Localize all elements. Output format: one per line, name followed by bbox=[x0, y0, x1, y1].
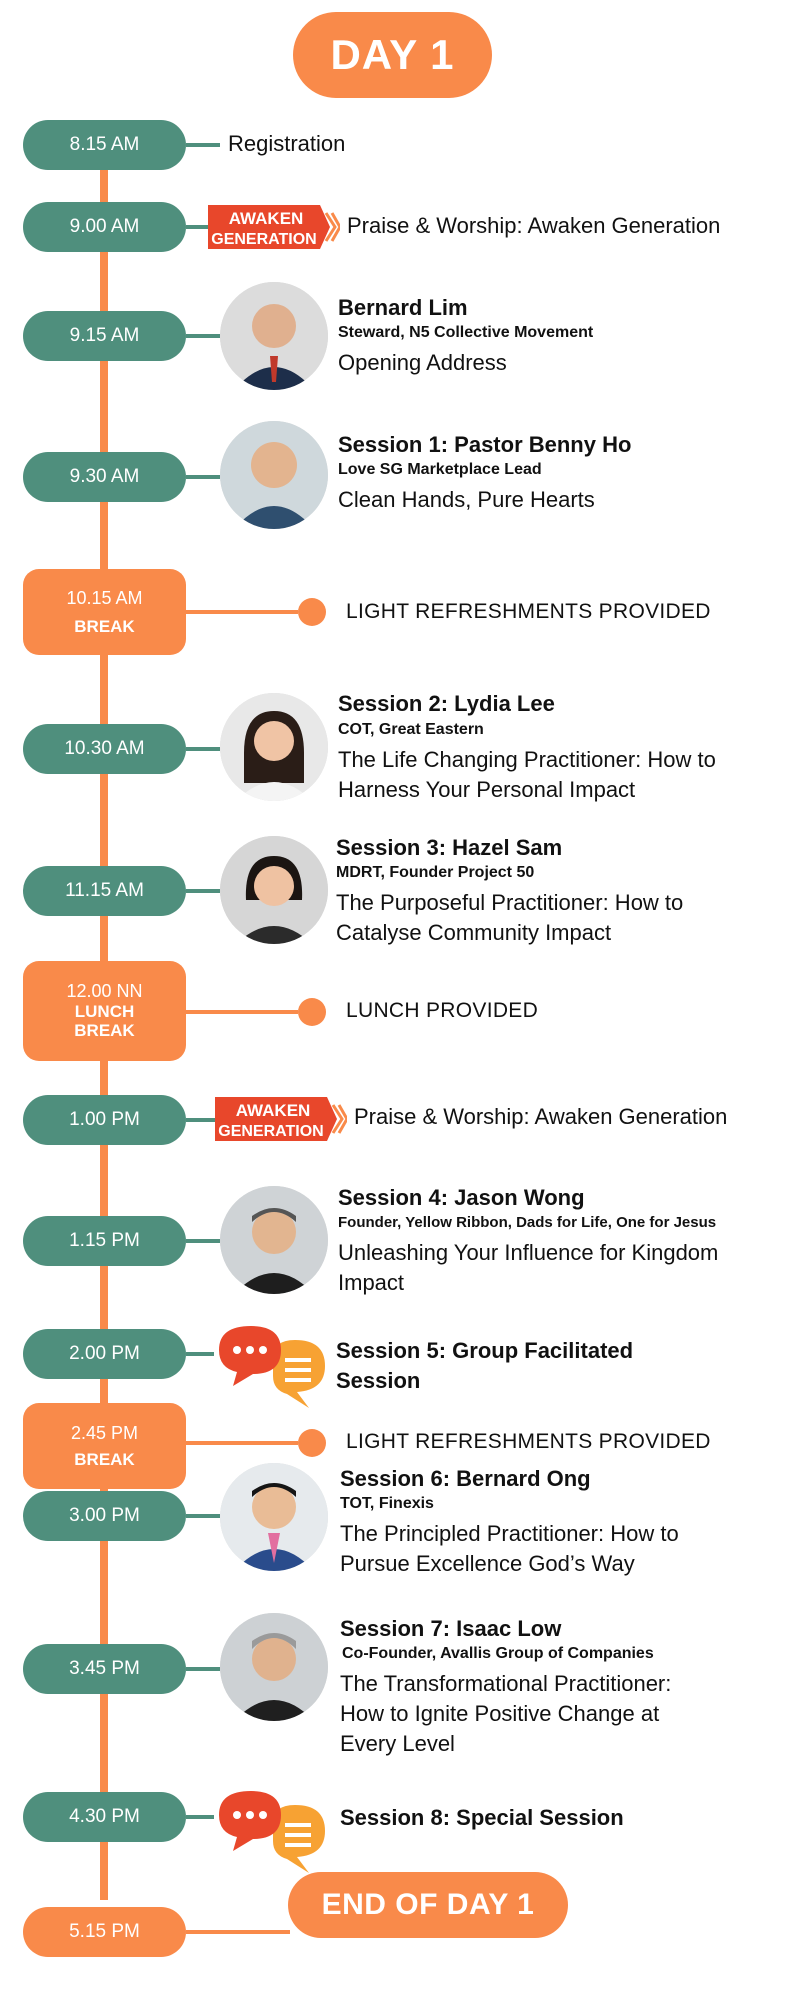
break-pill: 10.15 AM BREAK bbox=[23, 569, 186, 655]
break-time: 2.45 PM bbox=[70, 1422, 139, 1443]
session-title-line1: The Life Changing Practitioner: How to bbox=[338, 747, 716, 772]
speaker-avatar bbox=[220, 282, 328, 390]
time-pill: 9.00 AM bbox=[23, 202, 186, 252]
speaker-name: Session 1: Pastor Benny Ho bbox=[338, 432, 632, 457]
connector bbox=[186, 334, 220, 338]
connector bbox=[186, 1352, 214, 1356]
lunch-label: LUNCH bbox=[74, 1001, 135, 1021]
session-title: Clean Hands, Pure Hearts bbox=[338, 487, 595, 512]
speaker-name: Bernard Lim bbox=[338, 295, 468, 320]
speaker-name: Session 7: Isaac Low bbox=[340, 1616, 562, 1641]
svg-text:GENERATION: GENERATION bbox=[211, 231, 316, 248]
session5-title-line2: Session bbox=[336, 1368, 421, 1393]
lunch-time: 12.00 NN bbox=[66, 981, 143, 1002]
connector bbox=[186, 475, 220, 479]
svg-text:GENERATION: GENERATION bbox=[218, 1123, 323, 1140]
session-title-line1: The Principled Practitioner: How to bbox=[340, 1521, 679, 1546]
speaker-avatar bbox=[220, 836, 328, 944]
svg-text:AWAKEN: AWAKEN bbox=[236, 1101, 311, 1120]
time-pill: 11.15 AM bbox=[23, 866, 186, 916]
connector bbox=[186, 1441, 298, 1445]
connector bbox=[186, 1010, 298, 1014]
lunch-dot bbox=[298, 998, 326, 1026]
speaker-role: Co-Founder, Avallis Group of Companies bbox=[342, 1645, 654, 1662]
session-title-line2: Catalyse Community Impact bbox=[336, 920, 612, 945]
time-pill: 1.15 PM bbox=[23, 1216, 186, 1266]
connector bbox=[186, 610, 298, 614]
connector bbox=[186, 1815, 214, 1819]
speaker-avatar bbox=[220, 1613, 328, 1721]
speaker-role: Founder, Yellow Ribbon, Dads for Life, O… bbox=[338, 1214, 717, 1231]
speaker-avatar bbox=[220, 1463, 328, 1571]
break-dot bbox=[298, 598, 326, 626]
speaker-name: Session 4: Jason Wong bbox=[338, 1185, 585, 1210]
awaken-generation-logo: AWAKEN GENERATION bbox=[208, 205, 340, 249]
speaker-name: Session 3: Hazel Sam bbox=[336, 835, 563, 860]
connector bbox=[186, 889, 220, 893]
break-label: BREAK bbox=[74, 1449, 135, 1469]
chat-bubbles-icon bbox=[219, 1326, 325, 1408]
connector bbox=[186, 747, 220, 751]
refreshments-text: LIGHT REFRESHMENTS PROVIDED bbox=[346, 1430, 711, 1453]
time-pill: 3.00 PM bbox=[23, 1491, 186, 1541]
session-title-line1: The Purposeful Practitioner: How to bbox=[336, 890, 684, 915]
connector bbox=[186, 143, 220, 147]
speaker-name: Session 2: Lydia Lee bbox=[338, 691, 555, 716]
session-title-line1: The Transformational Practitioner: bbox=[340, 1671, 672, 1696]
session-title-line3: Every Level bbox=[340, 1731, 455, 1756]
time-pill: 10.30 AM bbox=[23, 724, 186, 774]
speaker-role: TOT, Finexis bbox=[340, 1495, 434, 1512]
connector bbox=[186, 1118, 218, 1122]
speaker-avatar bbox=[220, 421, 328, 529]
connector bbox=[186, 1514, 220, 1518]
connector bbox=[186, 1239, 220, 1243]
time-pill: 3.45 PM bbox=[23, 1644, 186, 1694]
speaker-role: COT, Great Eastern bbox=[338, 721, 484, 738]
session-title-line2: How to Ignite Positive Change at bbox=[340, 1701, 660, 1726]
time-pill: 8.15 AM bbox=[23, 120, 186, 170]
refreshments-text: LIGHT REFRESHMENTS PROVIDED bbox=[346, 600, 711, 623]
chat-bubbles-icon bbox=[219, 1791, 325, 1873]
lunch-text: LUNCH PROVIDED bbox=[346, 999, 539, 1022]
speaker-name: Session 6: Bernard Ong bbox=[340, 1466, 591, 1491]
break-pill: 2.45 PM BREAK bbox=[23, 1403, 186, 1489]
connector bbox=[186, 1930, 290, 1934]
speaker-role: Love SG Marketplace Lead bbox=[338, 461, 542, 478]
session-title-line2: Harness Your Personal Impact bbox=[338, 777, 636, 802]
speaker-avatar bbox=[220, 693, 328, 801]
day-title: DAY 1 bbox=[293, 12, 492, 98]
praise-worship-text: Praise & Worship: Awaken Generation bbox=[347, 213, 721, 238]
session-title-line2: Pursue Excellence God’s Way bbox=[340, 1551, 635, 1576]
speaker-avatar bbox=[220, 1186, 328, 1294]
break-label: BREAK bbox=[74, 616, 135, 636]
session5-title-line1: Session 5: Group Facilitated bbox=[336, 1338, 634, 1363]
end-of-day-pill: END OF DAY 1 bbox=[288, 1872, 568, 1938]
break-dot bbox=[298, 1429, 326, 1457]
session8-title: Session 8: Special Session bbox=[340, 1805, 624, 1830]
lunch-pill: 12.00 NN LUNCH BREAK bbox=[23, 961, 186, 1061]
speaker-role: MDRT, Founder Project 50 bbox=[336, 864, 535, 881]
registration-text: Registration bbox=[228, 131, 346, 156]
praise-worship-text: Praise & Worship: Awaken Generation bbox=[354, 1104, 728, 1129]
connector bbox=[186, 1667, 220, 1671]
awaken-generation-logo: AWAKEN GENERATION bbox=[215, 1097, 347, 1141]
break-time: 10.15 AM bbox=[66, 587, 143, 608]
break-label: BREAK bbox=[74, 1021, 135, 1041]
time-pill: 9.30 AM bbox=[23, 452, 186, 502]
session-title-line1: Unleashing Your Influence for Kingdom bbox=[338, 1240, 719, 1265]
time-pill: 4.30 PM bbox=[23, 1792, 186, 1842]
time-pill: 2.00 PM bbox=[23, 1329, 186, 1379]
time-pill: 1.00 PM bbox=[23, 1095, 186, 1145]
speaker-role: Steward, N5 Collective Movement bbox=[338, 324, 594, 341]
time-pill-end: 5.15 PM bbox=[23, 1907, 186, 1957]
time-pill: 9.15 AM bbox=[23, 311, 186, 361]
connector bbox=[186, 225, 210, 229]
session-title: Opening Address bbox=[338, 350, 507, 375]
session-title-line2: Impact bbox=[338, 1270, 405, 1295]
svg-text:AWAKEN: AWAKEN bbox=[229, 209, 304, 228]
